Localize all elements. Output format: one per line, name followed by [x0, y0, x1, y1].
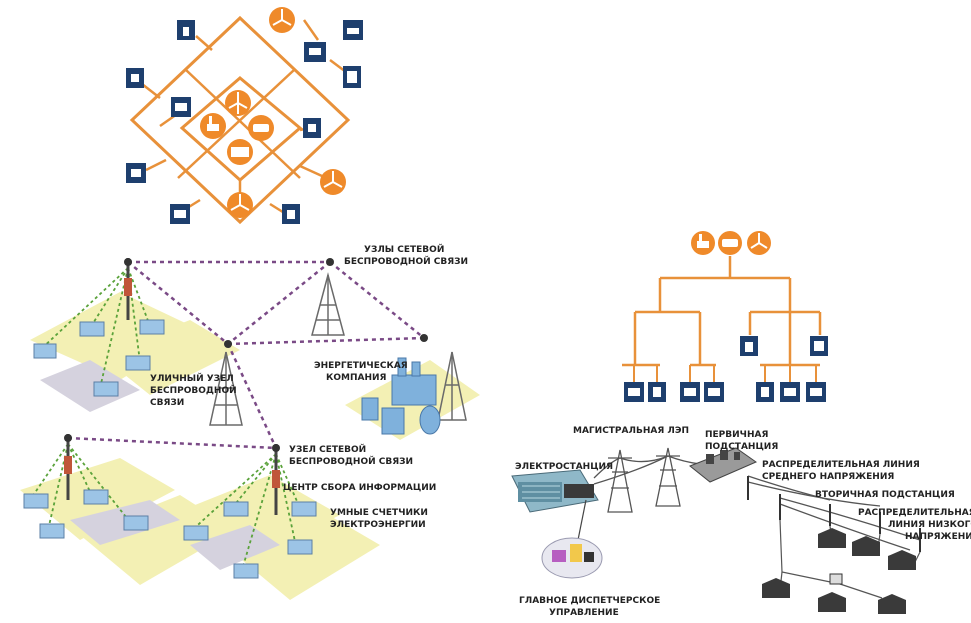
house-icon [39, 523, 65, 539]
house-icon [123, 515, 149, 531]
label-street-node: УЛИЧНЫЙ УЗЕЛ БЕСПРОВОДНОЙ СВЯЗИ [150, 372, 240, 408]
wireless-network: УЗЛЫ СЕТЕВОЙ БЕСПРОВОДНОЙ СВЯЗИ УЛИЧНЫЙ … [20, 243, 480, 600]
house-icon [79, 321, 105, 337]
mesh-hub [200, 90, 274, 165]
hierarchy-links [622, 256, 822, 367]
hierarchy-sources [691, 231, 771, 255]
hierarchy-diagram [622, 231, 828, 402]
meter-links [29, 267, 301, 571]
house-icon [878, 594, 906, 614]
lattice-tower [437, 351, 467, 421]
secondary-substation [829, 573, 843, 585]
label-secondary-substation: ВТОРИЧНАЯ ПОДСТАНЦИЯ [815, 490, 955, 500]
transmission-pylon [655, 447, 681, 507]
transmission-lines [593, 455, 921, 551]
label-power-plant: ЭЛЕКТРОСТАНЦИЯ [515, 462, 613, 472]
dispatch-center [541, 499, 603, 579]
label-data-center: ЦЕНТР СБОРА ИНФОРМАЦИИ [283, 483, 436, 493]
label-network-node: УЗЕЛ СЕТЕВОЙ БЕСПРОВОДНОЙ СВЯЗИ [289, 443, 413, 467]
house-icon [183, 525, 209, 541]
lattice-tower [209, 351, 243, 426]
label-transmission-line: МАГИСТРАЛЬНАЯ ЛЭП [573, 426, 689, 436]
house-icon [291, 501, 317, 517]
collector-units [64, 278, 280, 488]
distribution-poles [747, 476, 921, 552]
antenna-icon [420, 334, 428, 342]
wind-turbine-icon [227, 192, 253, 218]
label-primary-substation: ПЕРВИЧНАЯ ПОДСТАНЦИЯ [705, 430, 778, 452]
primary-substation [689, 447, 758, 483]
label-energy-company: ЭНЕРГЕТИЧЕСКАЯ КОМПАНИЯ [314, 361, 411, 383]
house-icon [223, 501, 249, 517]
house-icon [93, 381, 119, 397]
power-plant [511, 469, 599, 513]
antenna-icon [224, 340, 232, 348]
antenna-icon [326, 258, 334, 266]
wireless-links [67, 260, 425, 450]
smart-meter-houses [23, 319, 317, 579]
mesh-wind-nodes [227, 7, 346, 218]
house-icon [287, 539, 313, 555]
house-icon [23, 493, 49, 509]
wireless-node-icons [64, 258, 428, 452]
house-icon [818, 592, 846, 612]
house-icon [762, 578, 790, 598]
house-icon [888, 550, 916, 570]
house-icon [125, 355, 151, 371]
house-icon [818, 528, 846, 548]
house-icon [83, 489, 109, 505]
label-mv-distribution: РАСПРЕДЕЛИТЕЛЬНАЯ ЛИНИЯ СРЕДНЕГО НАПРЯЖЕ… [762, 460, 923, 482]
power-grid: МАГИСТРАЛЬНАЯ ЛЭП ПЕРВИЧНАЯ ПОДСТАНЦИЯ Э… [511, 426, 971, 618]
antenna-icon [124, 258, 132, 266]
antenna-icon [272, 444, 280, 452]
label-lv-distribution: РАСПРЕДЕЛИТЕЛЬНАЯ ЛИНИЯ НИЗКОГО НАПРЯЖЕН… [858, 508, 971, 542]
label-dispatch: ГЛАВНОЕ ДИСПЕТЧЕРСКОЕ УПРАВЛЕНИЕ [519, 596, 663, 618]
label-mesh-nodes: УЗЛЫ СЕТЕВОЙ БЕСПРОВОДНОЙ СВЯЗИ [344, 243, 468, 267]
mesh-outer-ring [129, 15, 351, 225]
energy-company-factory [361, 357, 441, 435]
mesh-diagram [126, 7, 363, 225]
label-smart-meters: УМНЫЕ СЧЕТЧИКИ ЭЛЕКТРОЭНЕРГИИ [330, 508, 431, 530]
antenna-icon [64, 434, 72, 442]
house-icon [139, 319, 165, 335]
transmission-pylon [607, 449, 633, 513]
hierarchy-node-links [633, 365, 817, 382]
wind-turbine-icon [320, 169, 346, 195]
house-icon [233, 563, 259, 579]
wind-turbine-icon [269, 7, 295, 33]
house-icon [33, 343, 57, 359]
house-icon [852, 536, 880, 556]
lattice-tower [311, 272, 345, 336]
grid-houses [762, 528, 916, 614]
